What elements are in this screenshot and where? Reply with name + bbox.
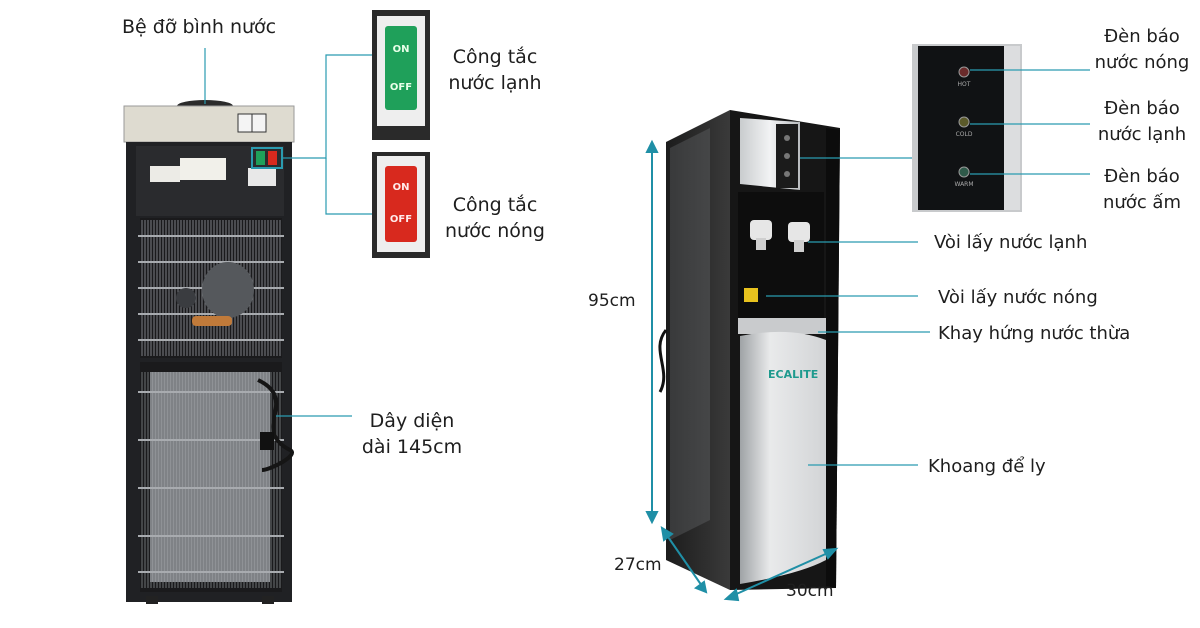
small-cold-switch bbox=[256, 151, 265, 165]
power-plug bbox=[260, 432, 274, 450]
label-hot-light-line1: Đèn báo bbox=[1104, 26, 1180, 47]
hot-switch-off-text: OFF bbox=[390, 214, 412, 225]
label-warm-light-line2: nước ấm bbox=[1102, 192, 1181, 213]
fan-motor bbox=[176, 288, 196, 308]
lower-panel bbox=[150, 372, 270, 582]
drip-tray-front bbox=[738, 318, 826, 334]
dimension-width: 30cm bbox=[786, 581, 834, 601]
label-cold-switch: Công tắc nước lạnh bbox=[440, 44, 550, 96]
cold-switch-on-text: ON bbox=[393, 44, 410, 55]
label-cold-tap: Vòi lấy nước lạnh bbox=[934, 232, 1088, 253]
cup-cabinet-door bbox=[740, 331, 826, 584]
right-edge bbox=[826, 128, 840, 588]
hot-switch-closeup: ON OFF bbox=[372, 152, 430, 258]
power-cord bbox=[257, 378, 294, 472]
depth-arrow bbox=[665, 533, 703, 587]
label-warm-light-line1: Đèn báo bbox=[1104, 166, 1180, 187]
indicator-dot-cold bbox=[784, 153, 790, 159]
foot-left bbox=[146, 596, 158, 604]
leader-hot-switch bbox=[325, 158, 372, 215]
width-arrow bbox=[731, 551, 831, 597]
hot-tap-front bbox=[788, 222, 810, 242]
compressor bbox=[202, 262, 254, 318]
cold-indicator-text: COLD bbox=[956, 131, 973, 138]
label-warm-light: Đèn báo nước ấm bbox=[1086, 164, 1198, 216]
label-cold-switch-line2: nước lạnh bbox=[448, 72, 542, 94]
indicator-dot-hot bbox=[784, 135, 790, 141]
cold-tap-front bbox=[750, 220, 772, 240]
label-power-cord: Dây diện dài 145cm bbox=[352, 408, 472, 460]
top-cover bbox=[123, 105, 295, 143]
control-panel-closeup: HOT COLD WARM bbox=[912, 44, 1022, 212]
cold-switch-closeup: ON OFF bbox=[372, 10, 430, 140]
warm-indicator-light bbox=[958, 166, 970, 178]
front-view-dispenser: ECALITE bbox=[658, 110, 840, 590]
front-power-cord bbox=[658, 329, 668, 393]
label-bottle-holder: Bệ đỡ bình nước bbox=[122, 16, 277, 38]
label-hot-switch-line2: nước nóng bbox=[445, 220, 545, 242]
hot-indicator-light bbox=[958, 66, 970, 78]
dimension-height: 95cm bbox=[588, 291, 636, 311]
sticker-1 bbox=[150, 166, 180, 182]
small-hot-switch bbox=[268, 151, 277, 165]
label-hot-light-line2: nước nóng bbox=[1094, 52, 1190, 73]
sticker-2 bbox=[180, 158, 226, 180]
leader-lines-right bbox=[766, 69, 1090, 466]
label-drip-tray: Khay hứng nước thừa bbox=[938, 323, 1131, 344]
label-cold-light: Đèn báo nước lạnh bbox=[1086, 96, 1198, 148]
warm-indicator-text: WARM bbox=[954, 181, 973, 188]
brand-logo-text: ECALITE bbox=[768, 368, 818, 381]
label-cold-light-line2: nước lạnh bbox=[1097, 124, 1187, 145]
indicator-dot-warm bbox=[784, 171, 790, 177]
condenser-fins-lower bbox=[138, 372, 284, 588]
label-hot-switch-line1: Công tắc bbox=[452, 194, 538, 216]
child-lock-button bbox=[744, 288, 758, 302]
cold-switch-off-text: OFF bbox=[390, 82, 412, 93]
label-hot-light: Đèn báo nước nóng bbox=[1086, 24, 1198, 76]
back-view-dispenser bbox=[123, 100, 295, 604]
copper-pipe bbox=[192, 316, 232, 326]
cold-switch-rocker bbox=[385, 26, 417, 110]
label-power-cord-line2: dài 145cm bbox=[361, 436, 463, 458]
dimension-arrows bbox=[645, 139, 839, 602]
leader-lines-left bbox=[204, 48, 372, 417]
label-cold-light-line1: Đèn báo bbox=[1104, 98, 1180, 119]
hot-switch-on-text: ON bbox=[393, 182, 410, 193]
hot-indicator-text: HOT bbox=[958, 81, 971, 88]
label-power-cord-line1: Dây diện bbox=[369, 410, 455, 432]
sticker-3 bbox=[248, 168, 276, 186]
leader-cold-switch bbox=[282, 54, 372, 159]
dimension-depth: 27cm bbox=[614, 555, 662, 575]
label-hot-switch: Công tắc nước nóng bbox=[438, 192, 552, 244]
cold-indicator-light bbox=[958, 116, 970, 128]
label-hot-tap: Vòi lấy nước nóng bbox=[938, 287, 1098, 308]
foot-right bbox=[262, 596, 274, 604]
side-panel bbox=[666, 110, 730, 590]
label-cold-switch-line1: Công tắc bbox=[452, 46, 538, 68]
label-cup-cabinet: Khoang để ly bbox=[928, 456, 1046, 477]
side-highlight bbox=[670, 128, 710, 540]
hot-switch-rocker bbox=[385, 166, 417, 242]
